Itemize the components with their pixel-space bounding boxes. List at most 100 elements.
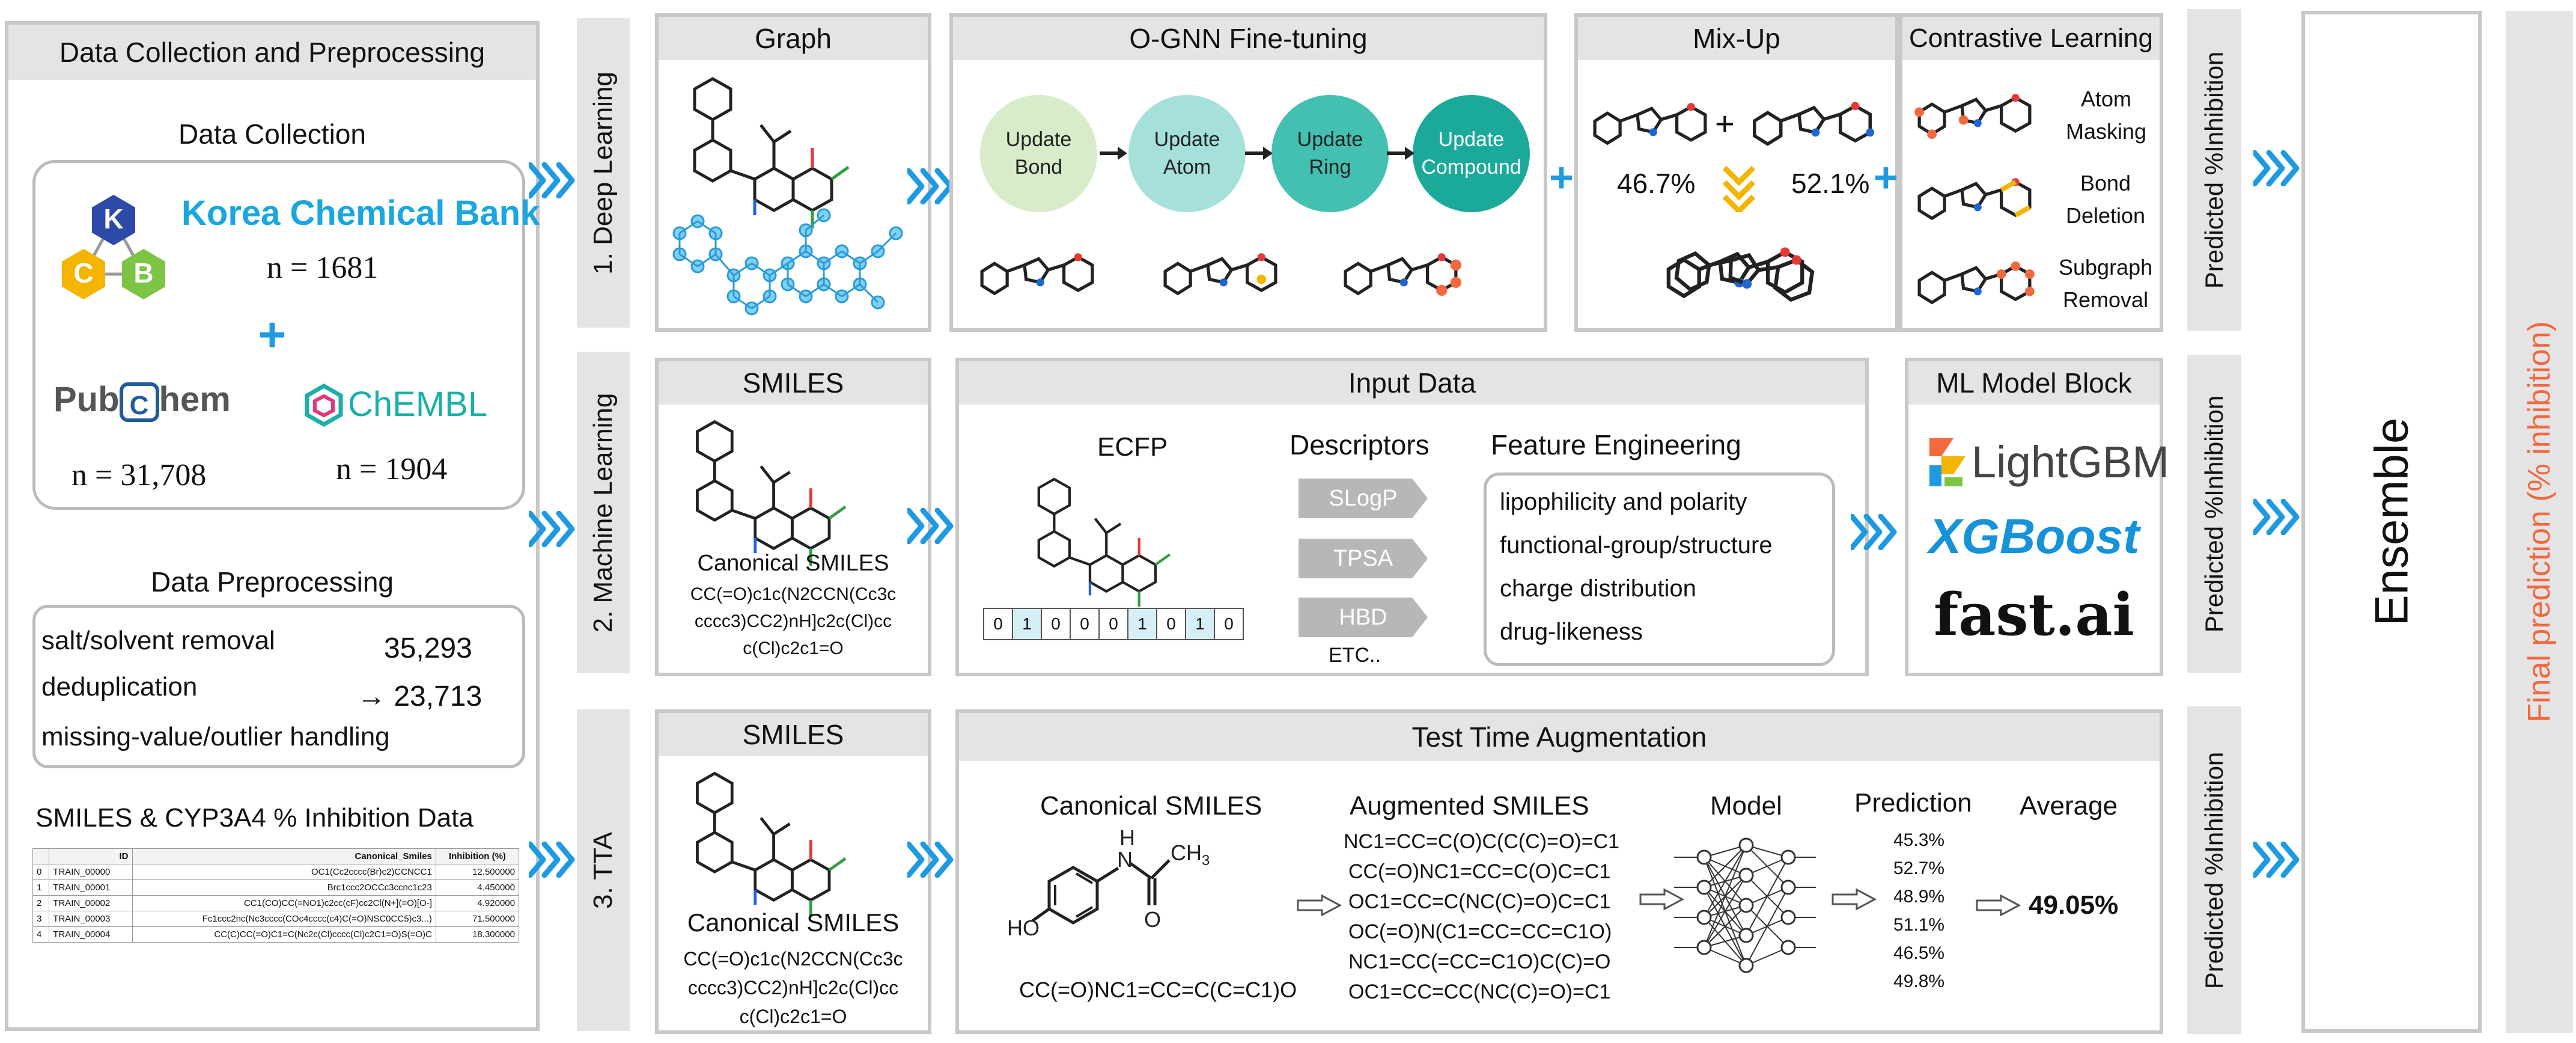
prediction-value: 46.5%	[1893, 943, 1945, 963]
table-cell: 2	[32, 895, 50, 911]
chevron-icon	[907, 508, 955, 544]
update-atom-node: Update Atom	[1128, 95, 1246, 212]
tta-header: Test Time Augmentation	[959, 713, 2160, 761]
data-preprocessing-title: Data Preprocessing	[151, 566, 394, 598]
mixup-right-ratio: 52.1%	[1791, 168, 1870, 199]
graph-title: Graph	[755, 23, 832, 54]
molecule-structure	[1010, 473, 1190, 611]
ml-model-block-title: ML Model Block	[1936, 367, 2132, 399]
hollow-arrow-icon	[1297, 894, 1342, 917]
table-cell: CC(C)CC(=O)C1=C(Nc2c(Cl)cccc(Cl)c2C1=O)S…	[132, 926, 436, 943]
pubchem-hex-letter: C	[119, 382, 159, 422]
mixed-molecule-structure	[1659, 224, 1821, 314]
smiles-header-ml: SMILES	[659, 361, 928, 405]
arrow-icon	[1387, 147, 1414, 160]
predicted-inhibition-bar-1: Predicted %Inhibition	[2187, 9, 2241, 331]
graph-panel: Graph	[655, 13, 931, 332]
prediction-value: 52.7%	[1893, 858, 1945, 878]
descriptor-hbd: HBD	[1299, 598, 1428, 637]
molecule-structure	[671, 414, 863, 570]
table-cell: TRAIN_00001	[49, 879, 133, 896]
arrow-icon	[1245, 147, 1273, 160]
count-after: → 23,713	[357, 681, 483, 712]
smiles-panel-tta: SMILES Canonical SMILES CC(=O)c1c(N2CCN(…	[655, 709, 931, 1034]
tta-canonical-smiles: CC(=O)NC1=CC=C(C=C1)O	[1019, 977, 1297, 1002]
acetaminophen-ch3-main: CH	[1171, 840, 1202, 865]
tta-panel: Test Time Augmentation Canonical SMILES …	[955, 709, 2163, 1034]
mixup-left-ratio: 46.7%	[1617, 168, 1696, 199]
count-before: 35,293	[384, 632, 472, 664]
table-cell: CC1(CO)CC(=NO1)c2cc(cF)cc2Cl(N+](=O)[O-]	[132, 895, 436, 911]
row-label-text: 3. TTA	[588, 831, 618, 909]
augmented-smiles-header: Augmented SMILES	[1350, 791, 1589, 821]
contrastive-header: Contrastive Learning	[1902, 17, 2160, 60]
canonical-smiles-label-tta: Canonical SMILES	[687, 908, 900, 937]
update-bond-node: Update Bond	[980, 95, 1097, 212]
prediction-value: 45.3%	[1893, 830, 1945, 850]
ecfp-bit: 0	[1215, 608, 1244, 640]
descriptors-label: Descriptors	[1290, 429, 1430, 460]
table-cell: 4.920000	[435, 895, 519, 911]
ecfp-bit: 0	[1100, 608, 1128, 640]
chevron-icon	[529, 842, 577, 878]
augmented-smiles-item: CC(=O)NC1=CC=C(O)C=C1	[1348, 860, 1611, 883]
acetaminophen-structure: H N CH3 O HO	[1007, 827, 1210, 940]
inhibition-data-title: SMILES & CYP3A4 % Inhibition Data	[35, 803, 473, 833]
chevron-icon	[907, 842, 955, 878]
descriptor-slogp: SLogP	[1299, 479, 1428, 518]
ecfp-bit: 0	[1157, 608, 1186, 640]
row-label-text: 2. Machine Learning	[588, 393, 618, 632]
logo-letter-b: B	[133, 257, 153, 289]
deep-learning-plus: +	[1549, 154, 1574, 201]
table-header-row: ID Canonical_Smiles Inhibition (%)	[32, 848, 519, 864]
logo-letter-k: K	[103, 203, 123, 234]
mixup-title: Mix-Up	[1693, 23, 1780, 54]
ecfp-bit: 1	[1013, 608, 1042, 640]
table-cell: OC1(Cc2cccc(Br)c2)CCNCC1	[132, 864, 436, 880]
average-value: 49.05%	[2029, 890, 2119, 920]
molecule-structure	[1911, 170, 2038, 230]
data-collection-subtitle: Data Collection	[178, 118, 366, 150]
augmented-smiles-item: NC1=CC=C(O)C(C(C)=O)=C1	[1344, 830, 1620, 853]
xgboost-logo: XGBoost	[1928, 509, 2140, 564]
mixup-contrastive-plus: +	[1874, 154, 1898, 201]
table-cell: Brc1ccc2OCCc3ccnc1c23	[132, 879, 436, 896]
molecule-structure	[671, 766, 863, 922]
descriptor-tpsa: TPSA	[1299, 539, 1428, 578]
molecule-structure	[1911, 251, 2035, 317]
acetaminophen-n: N	[1117, 847, 1133, 872]
row-label-deep-learning: 1. Deep Learning	[577, 18, 630, 328]
ecfp-label: ECFP	[1097, 432, 1168, 462]
data-collection-panel: Data Collection and Preprocessing Data C…	[5, 21, 540, 1031]
preprocessing-step-2: deduplication	[41, 672, 198, 702]
acetaminophen-h: H	[1119, 827, 1135, 850]
prediction-value: 49.8%	[1893, 971, 1945, 991]
table-cell: TRAIN_00003	[49, 911, 133, 927]
input-data-header: Input Data	[959, 361, 1865, 405]
update-ring-node: Update Ring	[1271, 95, 1389, 212]
chevron-icon	[2253, 499, 2301, 535]
table-cell: 3	[32, 911, 50, 927]
feature-item: functional-group/structure	[1500, 532, 1773, 558]
canonical-smiles-value-tta: CC(=O)c1c(N2CCN(Cc3c cccc3)CC2)nH]c2c(Cl…	[683, 948, 903, 1027]
row-label-machine-learning: 2. Machine Learning	[577, 352, 630, 673]
chembl-count: n = 1904	[336, 452, 448, 486]
ognn-panel: O-GNN Fine-tuning Update Bond Update Ato…	[949, 13, 1547, 332]
collection-box	[32, 160, 525, 510]
table-header-id: ID	[49, 848, 133, 864]
acetaminophen-ch3: CH3	[1171, 840, 1210, 869]
predicted-inhibition-label: Predicted %Inhibition	[2200, 51, 2228, 289]
molecule-structure	[1914, 86, 2038, 139]
average-header: Average	[2020, 791, 2118, 821]
ensemble-label: Ensemble	[2364, 417, 2418, 626]
predicted-inhibition-label: Predicted %Inhibition	[2200, 395, 2228, 633]
table-header-smiles: Canonical_Smiles	[132, 848, 436, 864]
molecule-structure	[1157, 239, 1283, 311]
feature-item: lipophilicity and polarity	[1500, 489, 1747, 515]
row-label-text: 1. Deep Learning	[588, 71, 618, 275]
feature-item: charge distribution	[1500, 575, 1696, 602]
prediction-value: 51.1%	[1893, 915, 1945, 935]
ognn-header: O-GNN Fine-tuning	[953, 17, 1544, 60]
smiles-title-tta: SMILES	[742, 719, 844, 750]
